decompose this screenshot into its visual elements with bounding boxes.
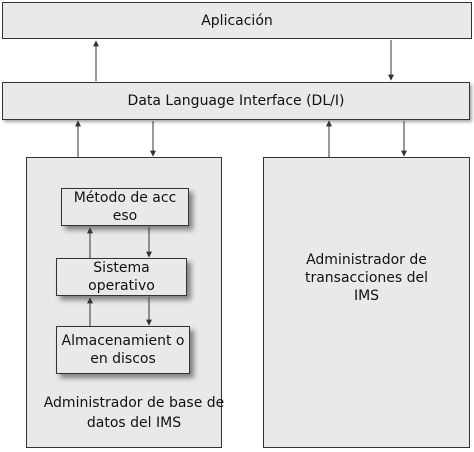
ims-transaction-manager-label: Administrador de transacciones del IMS	[304, 251, 429, 304]
dli-box: Data Language Interface (DL/I)	[2, 82, 470, 120]
dli-label: Data Language Interface (DL/I)	[127, 93, 345, 109]
metodo-acceso-label: Método de acc eso	[73, 190, 177, 224]
almacenamiento-box: Almacenamient o en discos	[56, 326, 190, 374]
metodo-acceso-box: Método de acc eso	[61, 188, 189, 226]
almacenamiento-label: Almacenamient o en discos	[61, 333, 185, 367]
sistema-operativo-box: Sistema operativo	[56, 258, 187, 296]
ims-transaction-manager-box: Administrador de transacciones del IMS	[263, 157, 470, 448]
db-manager-label: Administrador de base de datos del IMS	[43, 395, 225, 431]
aplicacion-box: Aplicación	[2, 2, 472, 39]
sistema-operativo-label: Sistema operativo	[88, 260, 155, 294]
aplicacion-label: Aplicación	[201, 12, 273, 29]
